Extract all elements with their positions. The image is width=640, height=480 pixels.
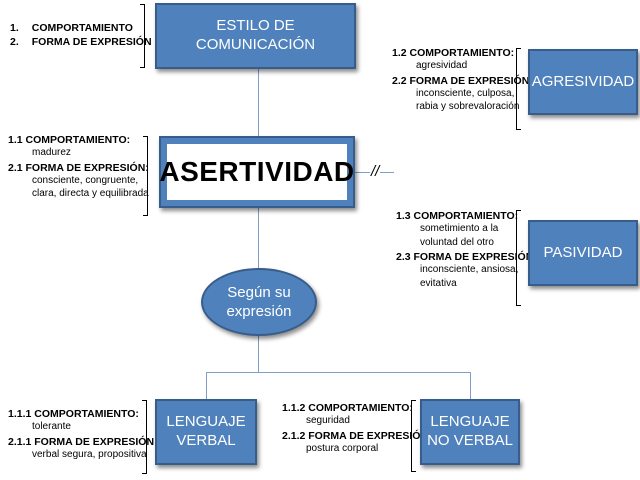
top-list-num-1: 1. — [10, 22, 19, 34]
lenguaje-verbal-line-2: VERBAL — [176, 432, 236, 449]
connector-asertividad-oval — [258, 205, 259, 270]
oval-line-2: expresión — [226, 303, 292, 320]
asertividad-title: ASERTIVIDAD — [159, 144, 354, 200]
connector-branch-verbal — [206, 372, 207, 400]
asertividad-expresion-line-2: clara, directa y equilibrada — [32, 188, 149, 199]
agresividad-expresion-label: 2.2 FORMA DE EXPRESIÓN: — [392, 74, 533, 87]
agresividad-expresion-line-2: rabia y sobrevaloración — [416, 101, 520, 112]
pasividad-expresion-line-2: evitativa — [420, 277, 457, 289]
lenguaje-noverbal-box: LENGUAJE NO VERBAL — [420, 399, 520, 465]
agresividad-expresion-value: inconsciente, culposa, rabia y sobrevalo… — [392, 87, 533, 114]
verbal-expresion-value: verbal segura, propositiva — [32, 448, 147, 460]
estilo-comunicacion-box: ESTILO DE COMUNICACIÓN — [155, 3, 356, 69]
verbal-comportamiento-value: tolerante — [32, 421, 71, 432]
pasividad-notes: 1.3 COMPORTAMIENTO: sometimiento a la vo… — [396, 210, 537, 290]
top-list-bracket — [140, 4, 145, 68]
connector-branch-horizontal — [206, 372, 470, 373]
segun-expresion-oval: Según su expresión — [201, 268, 317, 336]
lenguaje-noverbal-line-1: LENGUAJE — [430, 413, 510, 431]
pasividad-box: PASIVIDAD — [528, 220, 638, 286]
agresividad-comportamiento-value: agresividad — [416, 60, 468, 71]
pasividad-expresion-value: inconsciente, ansiosa, evitativa — [396, 263, 537, 290]
agresividad-expresion-line-1: inconsciente, culposa, — [416, 87, 515, 99]
lenguaje-noverbal-line-2: NO VERBAL — [427, 432, 513, 449]
agresividad-bracket — [516, 48, 521, 130]
top-list: 1. COMPORTAMIENTO 2. FORMA DE EXPRESIÓN — [10, 22, 152, 48]
pasividad-expresion-line-1: inconsciente, ansiosa, — [420, 264, 519, 275]
estilo-comunicacion-label: ESTILO DE COMUNICACIÓN — [195, 17, 316, 53]
asertividad-expresion-value: consciente, congruente, clara, directa y… — [8, 174, 149, 201]
noverbal-notes: 1.1.2 COMPORTAMIENTO: seguridad 2.1.2 FO… — [282, 402, 432, 455]
asertividad-expresion-line-1: consciente, congruente, — [32, 174, 139, 186]
connector-estilo-asertividad — [258, 67, 259, 136]
asertividad-comportamiento-value: madurez — [32, 147, 71, 158]
noverbal-bracket — [411, 400, 416, 472]
verbal-comportamiento-label: 1.1.1 COMPORTAMIENTO: — [8, 408, 139, 420]
agresividad-box: AGRESIVIDAD — [528, 49, 638, 115]
verbal-expresion-label: 2.1.1 FORMA DE EXPRESIÓN: — [8, 435, 158, 448]
pasividad-comportamiento-label: 1.3 COMPORTAMIENTO: — [396, 210, 519, 222]
agresividad-label: AGRESIVIDAD — [531, 72, 635, 90]
top-list-item-1: COMPORTAMIENTO — [31, 22, 133, 34]
verbal-bracket — [142, 400, 147, 474]
asertividad-comportamiento-label: 1.1 COMPORTAMIENTO: — [8, 134, 131, 146]
agresividad-comportamiento-label: 1.2 COMPORTAMIENTO: — [392, 47, 515, 59]
top-list-item-2: FORMA DE EXPRESIÓN — [31, 36, 152, 48]
agresividad-notes: 1.2 COMPORTAMIENTO: agresividad 2.2 FORM… — [392, 47, 533, 114]
pasividad-bracket — [516, 210, 521, 306]
pasividad-comportamiento-line-2: voluntad del otro — [420, 236, 494, 248]
noverbal-expresion-value: postura corporal — [306, 442, 379, 454]
verbal-notes: 1.1.1 COMPORTAMIENTO: tolerante 2.1.1 FO… — [8, 408, 158, 461]
lenguaje-verbal-line-1: LENGUAJE — [166, 413, 246, 431]
noverbal-comportamiento-value: seguridad — [306, 415, 350, 426]
top-list-num-2: 2. — [10, 36, 19, 48]
asertividad-notes-bracket — [143, 136, 148, 216]
pasividad-label: PASIVIDAD — [543, 243, 623, 261]
noverbal-expresion-label: 2.1.2 FORMA DE EXPRESIÓN: — [282, 429, 432, 442]
pasividad-comportamiento-value: sometimiento a la voluntad del otro — [396, 222, 537, 249]
pasividad-expresion-label: 2.3 FORMA DE EXPRESIÓN: — [396, 251, 537, 263]
connector-oval-branch — [258, 334, 259, 372]
noverbal-comportamiento-label: 1.1.2 COMPORTAMIENTO: — [282, 402, 413, 414]
connector-branch-noverbal — [470, 372, 471, 400]
oval-line-1: Según su — [227, 283, 291, 301]
asertividad-notes: 1.1 COMPORTAMIENTO: madurez 2.1 FORMA DE… — [8, 134, 149, 201]
asertividad-expresion-label: 2.1 FORMA DE EXPRESIÓN: — [8, 161, 149, 174]
pasividad-comportamiento-line-1: sometimiento a la — [420, 223, 499, 234]
break-mark: // — [370, 163, 381, 180]
asertividad-box: ASERTIVIDAD — [159, 136, 355, 208]
lenguaje-verbal-box: LENGUAJE VERBAL — [155, 399, 257, 465]
